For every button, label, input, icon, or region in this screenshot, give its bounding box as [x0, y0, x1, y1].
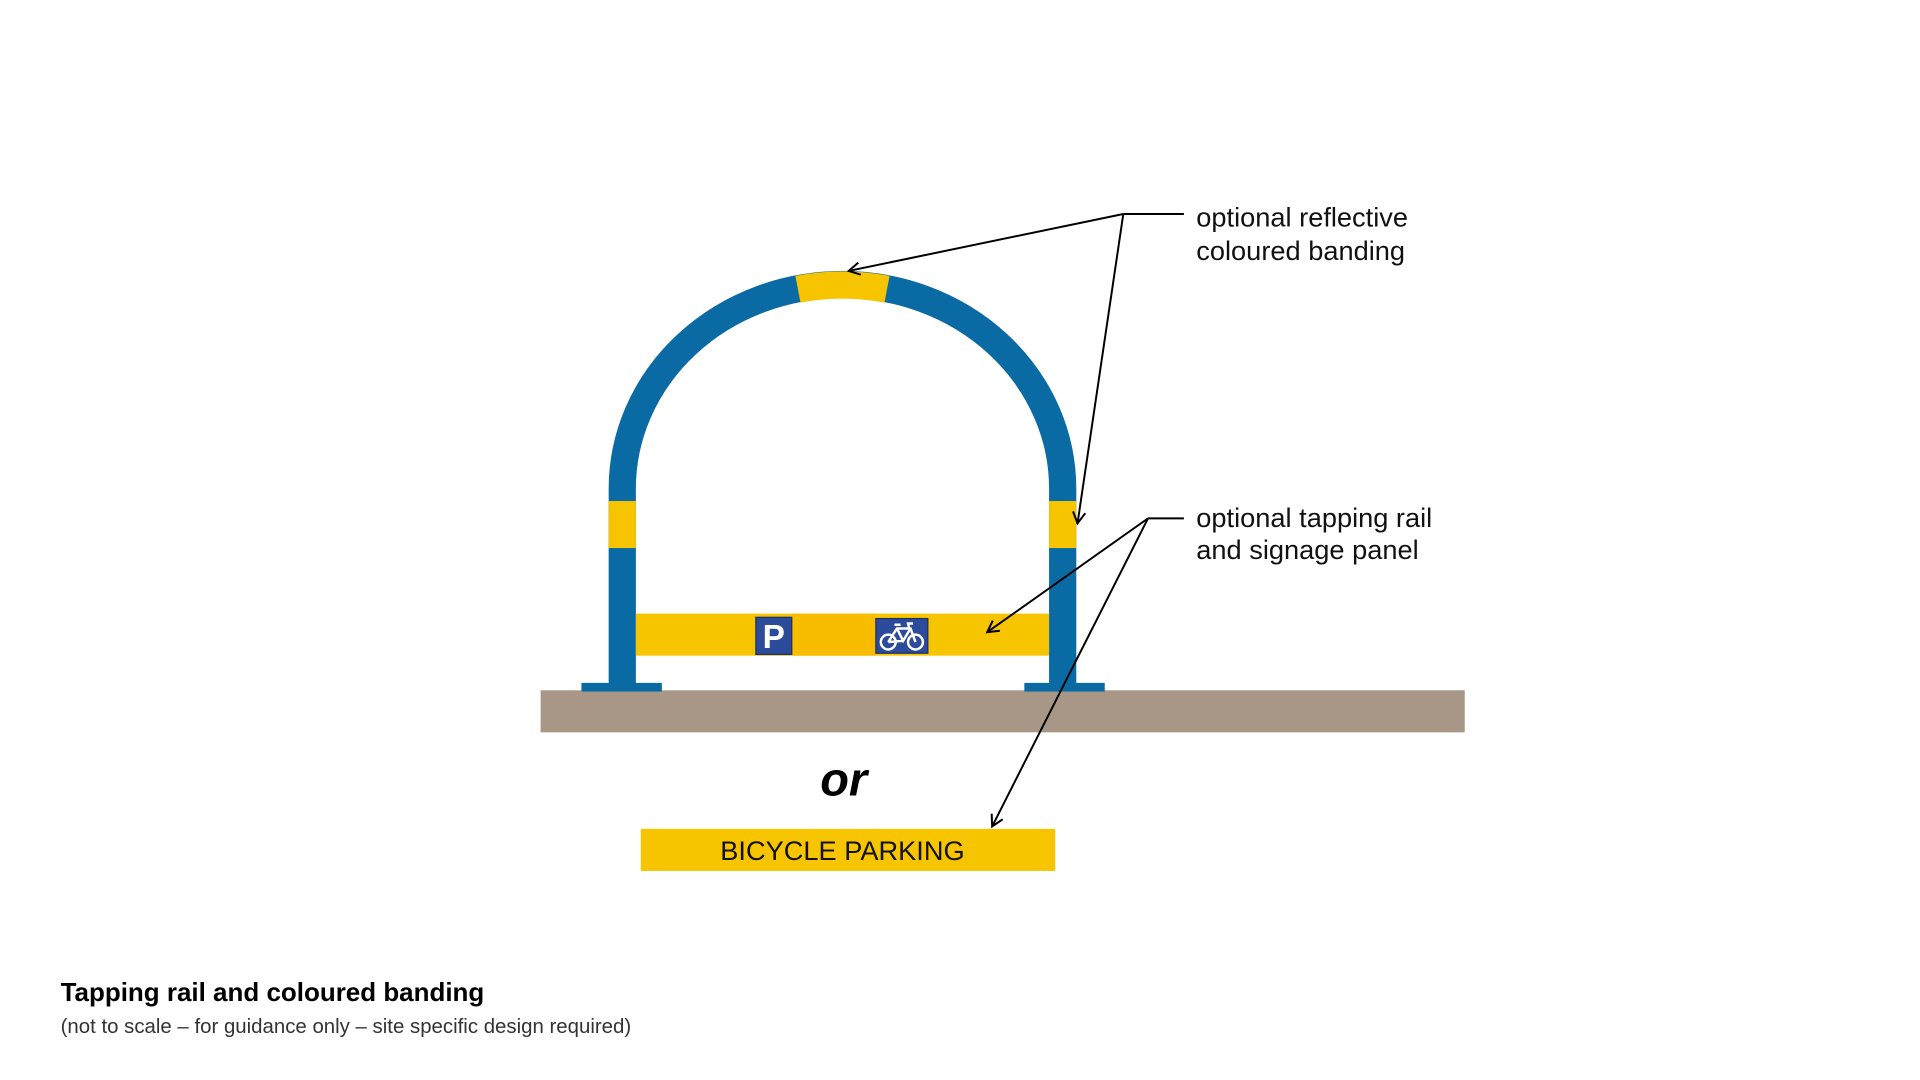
- or-text: or: [820, 752, 870, 805]
- bicycle-parking-sign-text: BICYCLE PARKING: [720, 835, 964, 866]
- caption-subtitle: (not to scale – for guidance only – site…: [61, 1016, 632, 1038]
- right-base-plate: [1024, 682, 1105, 692]
- caption-title: Tapping rail and coloured banding: [61, 977, 485, 1007]
- parking-sign-icon: P: [755, 616, 793, 656]
- ground-surface: [540, 690, 1465, 733]
- top-reflective-band: [795, 271, 890, 303]
- bicycle-sign-icon: [875, 617, 929, 654]
- left-base-plate: [581, 682, 662, 692]
- rail-centre-section: [791, 613, 876, 656]
- rail-callout-leader: [985, 517, 1184, 829]
- rail-label-line2: and signage panel: [1196, 534, 1418, 565]
- bicycle-parking-sign: [640, 828, 1056, 871]
- rail-label-line1: optional tapping rail: [1196, 502, 1432, 533]
- left-reflective-band: [608, 501, 636, 549]
- banding-callout-leader: [846, 213, 1184, 526]
- banding-label-line1: optional reflective: [1196, 201, 1408, 232]
- banding-label-line2: coloured banding: [1196, 235, 1405, 266]
- right-reflective-band: [1049, 501, 1077, 549]
- svg-text:P: P: [763, 619, 785, 656]
